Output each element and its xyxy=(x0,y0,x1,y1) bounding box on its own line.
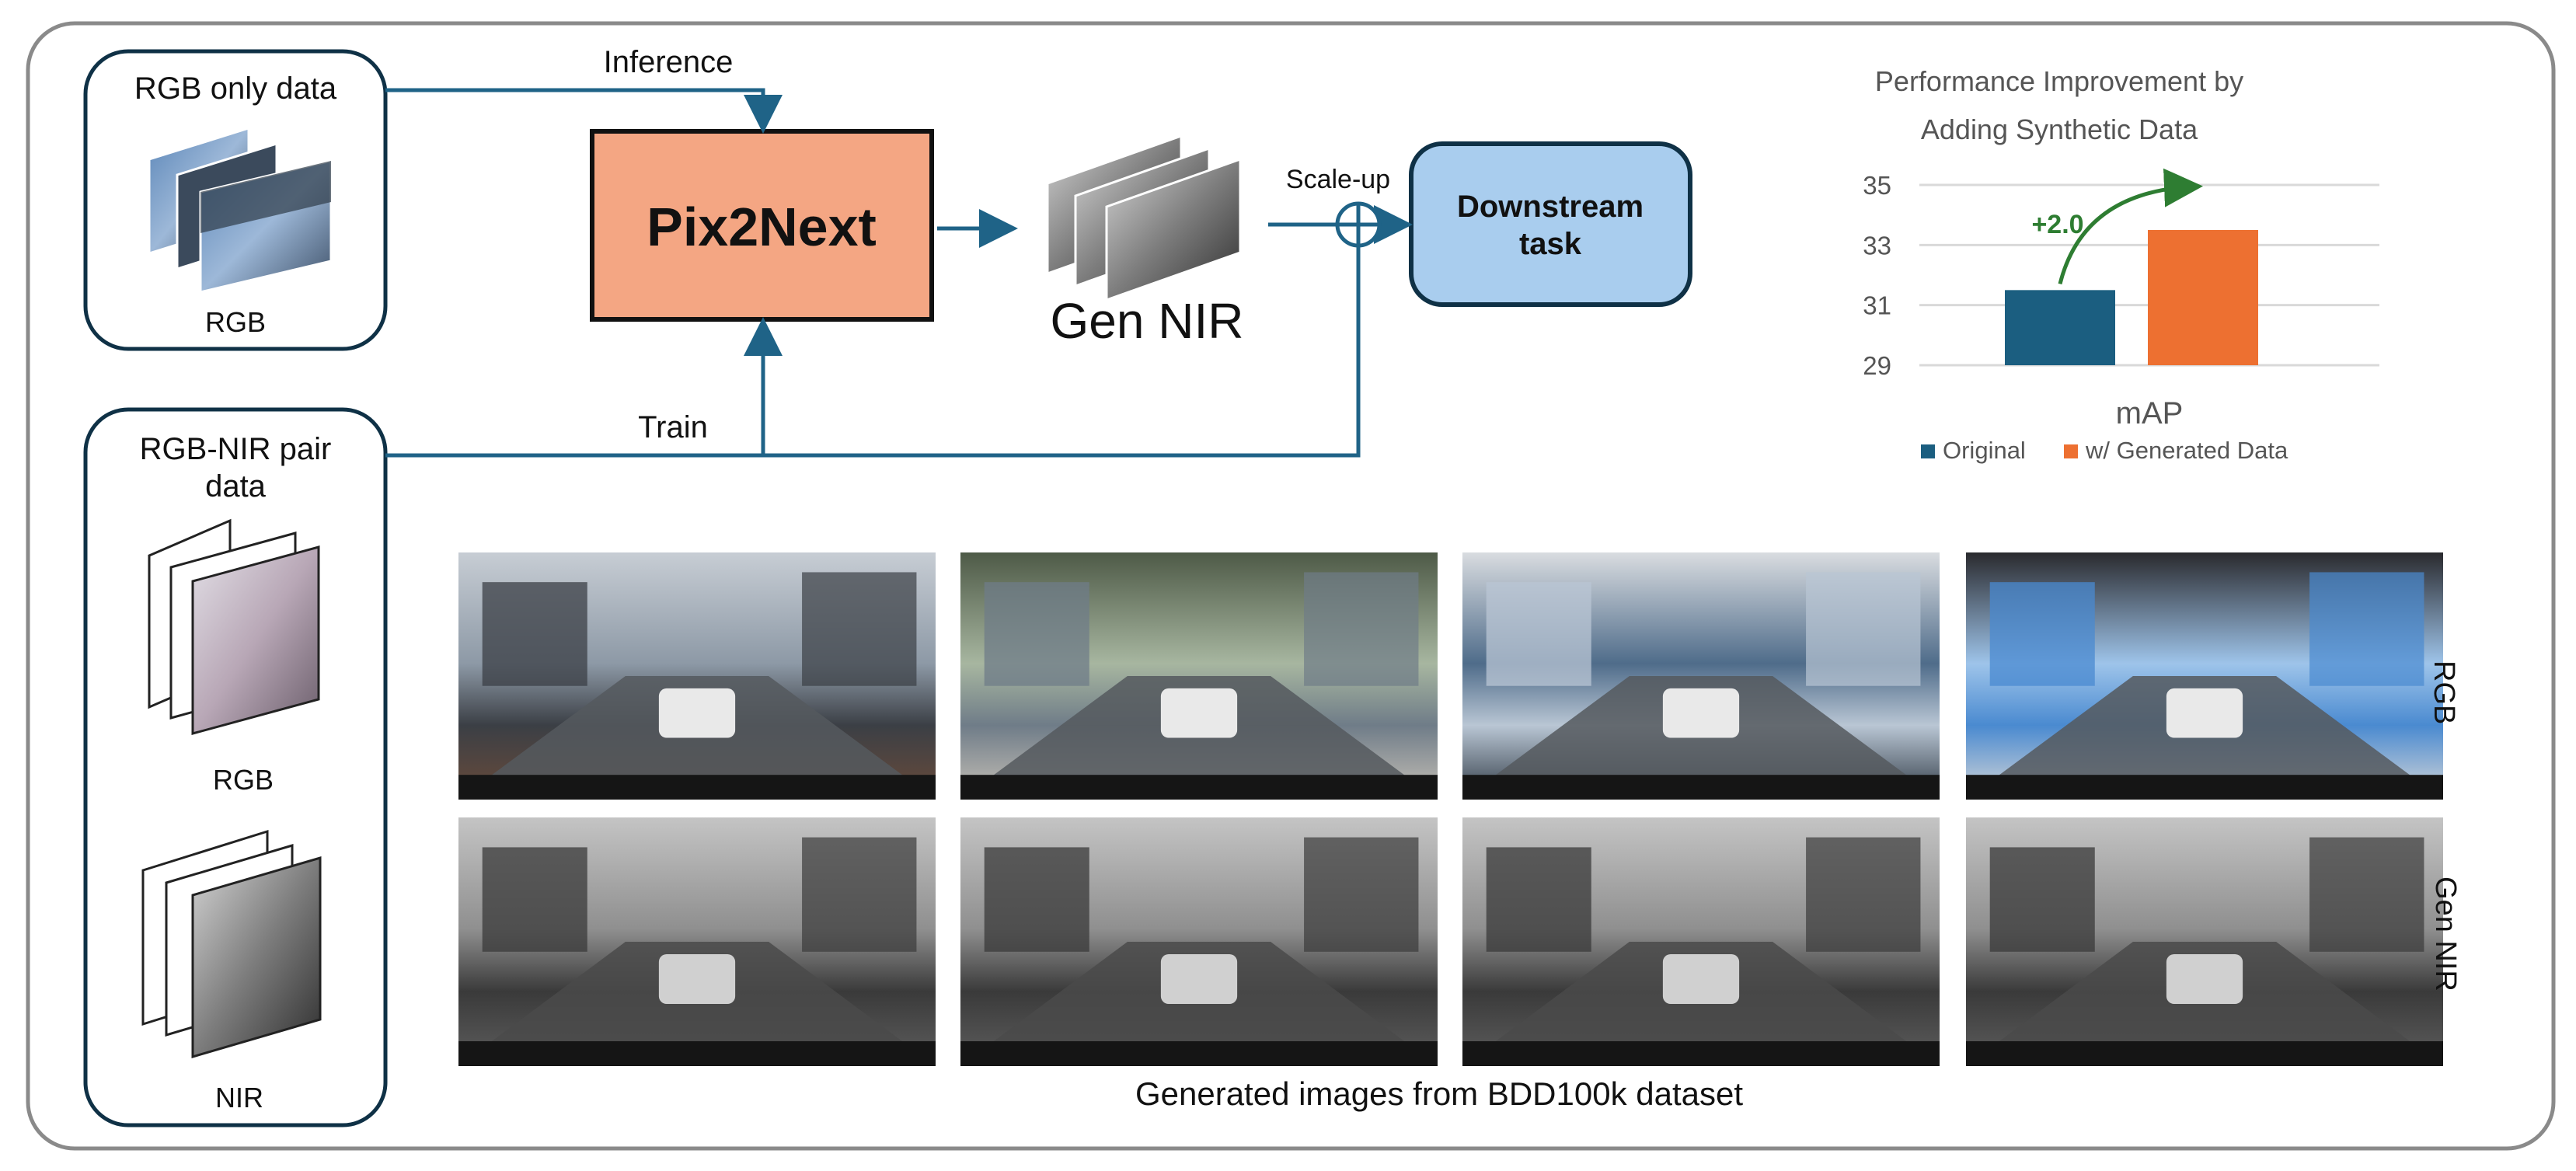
chart-legend-label: Original xyxy=(1943,437,2026,464)
rgb-street-photo xyxy=(1462,552,1940,800)
inference-arrow xyxy=(385,88,783,134)
chart-legend-swatch xyxy=(1921,444,1935,458)
gen-nir-street-photo xyxy=(458,817,936,1066)
row-label-rgb: RGB xyxy=(2428,660,2460,725)
performance-chart: 35 33 31 29 +2.0 mAP Original w/ Generated Data xyxy=(1863,168,2379,464)
pair-rgb-label: RGB xyxy=(212,764,274,796)
scale-up-plus-icon xyxy=(1335,201,1382,248)
chart-annotation-label: +2.0 xyxy=(2031,210,2083,239)
scale-up-label: Scale-up xyxy=(1285,165,1391,194)
chart-ytick-label: 33 xyxy=(1863,231,1891,260)
train-line xyxy=(385,225,1361,458)
chart-ytick-label: 35 xyxy=(1863,171,1891,200)
rgb-street-photo xyxy=(458,552,936,800)
downstream-line2: task xyxy=(1518,227,1582,261)
pair-data-title-line2: data xyxy=(205,469,266,504)
rgb-only-data-title: RGB only data xyxy=(134,71,337,106)
rgb-pair-image-stack-icon xyxy=(148,518,320,735)
chart-legend-swatch xyxy=(2064,444,2078,458)
chart-ytick-label: 31 xyxy=(1863,291,1891,320)
gen-nir-image-stack-icon xyxy=(1046,134,1242,302)
rgb-street-photo xyxy=(1966,552,2443,800)
rgb-only-stack-label: RGB xyxy=(204,306,267,338)
rgb-street-photo xyxy=(960,552,1438,800)
chart-ytick-label: 29 xyxy=(1863,351,1891,380)
chart-xlabel: mAP xyxy=(2116,396,2184,430)
pair-nir-label: NIR xyxy=(215,1082,263,1113)
gallery xyxy=(458,552,2443,1066)
nir-pair-image-stack-icon xyxy=(141,829,322,1059)
pair-data-title-line1: RGB-NIR pair xyxy=(139,432,332,466)
downstream-line1: Downstream xyxy=(1456,190,1644,224)
chart-improvement-arrow xyxy=(2058,168,2203,284)
gallery-caption: Generated images from BDD100k dataset xyxy=(1135,1075,1744,1112)
gen-nir-label: Gen NIR xyxy=(1050,293,1244,349)
row-label-gen-nir: Gen NIR xyxy=(2429,877,2462,992)
train-label: Train xyxy=(638,410,708,444)
chart-bar-original xyxy=(2005,290,2115,365)
chart-legend-label: w/ Generated Data xyxy=(2085,437,2288,464)
gen-nir-street-photo xyxy=(1462,817,1940,1066)
gen-nir-street-photo xyxy=(960,817,1438,1066)
rgb-image-stack-icon xyxy=(148,126,333,294)
pix2next-title: Pix2Next xyxy=(647,197,877,257)
chart-bar-w-generated-data xyxy=(2148,230,2258,365)
inference-label: Inference xyxy=(603,45,734,79)
chart-title-line2: Adding Synthetic Data xyxy=(1920,113,2198,145)
chart-title-line1: Performance Improvement by xyxy=(1874,65,2244,97)
gen-nir-street-photo xyxy=(1966,817,2443,1066)
